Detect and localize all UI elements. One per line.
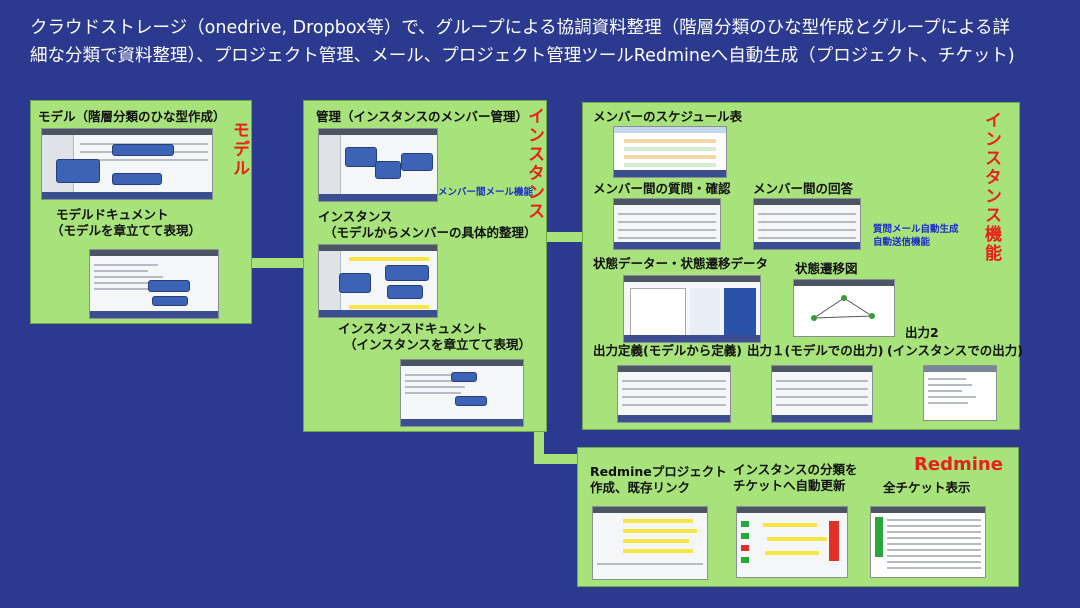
- title-line-2: 細な分類で資料整理）、プロジェクト管理、メール、プロジェクト管理ツールRedmi…: [30, 46, 1015, 66]
- model-heading: モデル: [229, 121, 249, 178]
- ticket-label-1: インスタンスの分類を: [733, 462, 858, 477]
- model-doc-label-1: モデルドキュメント: [56, 207, 169, 222]
- redmine-panel: Redmine Redmineプロジェクト 作成、既存リンク インスタンスの分類…: [577, 447, 1019, 587]
- output2-label-b: (インスタンスでの出力): [887, 343, 1023, 358]
- state-diagram-screenshot: [793, 279, 895, 337]
- output1-screenshot: [771, 365, 873, 423]
- model-doc-screenshot: [89, 249, 219, 319]
- instance-heading: インスタンス: [524, 107, 544, 221]
- page-title: クラウドストレージ（onedrive, Dropbox等）で、グループによる協調…: [30, 14, 1070, 70]
- state-diagram-label: 状態遷移図: [795, 261, 858, 276]
- model-screenshot: [41, 128, 213, 200]
- auto-note-2: 自動送信機能: [873, 237, 931, 248]
- instance-doc-screenshot: [400, 359, 524, 427]
- answer-screenshot: [753, 198, 861, 250]
- question-label: メンバー間の質問・確認: [593, 181, 731, 196]
- state-graph-icon: [811, 295, 875, 321]
- auto-note-1: 質問メール自動生成: [873, 224, 959, 235]
- ticket-label-2: チケットへ自動更新: [733, 478, 846, 493]
- instance-screenshot: [318, 244, 438, 318]
- manage-screenshot: [318, 128, 438, 202]
- instance-panel: 管理（インスタンスのメンバー管理） インスタンス メンバー間メール機能 インスタ…: [303, 100, 547, 432]
- output2-label-a: 出力2: [905, 325, 939, 340]
- mail-note: メンバー間メール機能: [438, 187, 534, 198]
- ticket-screenshot: [736, 506, 848, 578]
- function-panel: メンバーのスケジュール表 インスタンス機能 メンバー間の質問・確認 メンバー間の…: [582, 102, 1023, 430]
- output2-screenshot: [923, 365, 997, 421]
- output1-label: 出力１(モデルでの出力): [747, 343, 884, 358]
- connector-instance-redmine-h: [534, 454, 578, 464]
- title-line-1: クラウドストレージ（onedrive, Dropbox等）で、グループによる協調…: [30, 18, 1011, 38]
- model-doc-label-2: （モデルを章立てて表現）: [51, 223, 202, 238]
- project-label-1: Redmineプロジェクト: [590, 464, 727, 479]
- state-data-screenshot: [623, 275, 761, 343]
- instance-label-2: （モデルからメンバーの具体的整理）: [324, 225, 537, 240]
- redmine-heading: Redmine: [914, 454, 1003, 475]
- state-data-label: 状態データー・状態遷移データ: [593, 256, 769, 271]
- schedule-label: メンバーのスケジュール表: [593, 109, 743, 124]
- instance-label-1: インスタンス: [318, 209, 393, 224]
- model-panel: モデル（階層分類のひな型作成） モデル モデルドキュメント （モデルを章立てて表…: [30, 100, 252, 324]
- schedule-screenshot: [613, 126, 727, 178]
- instance-doc-label-1: インスタンスドキュメント: [338, 321, 488, 336]
- model-label: モデル（階層分類のひな型作成）: [38, 109, 226, 124]
- all-tickets-screenshot: [870, 506, 986, 578]
- connector-instance-redmine-v: [534, 428, 544, 464]
- instance-doc-label-2: （インスタンスを章立てて表現）: [344, 337, 532, 352]
- manage-label: 管理（インスタンスのメンバー管理）: [316, 109, 529, 124]
- connector-model-instance: [250, 258, 304, 268]
- connector-instance-function: [543, 232, 583, 242]
- question-screenshot: [613, 198, 721, 250]
- function-heading: インスタンス機能: [981, 111, 1001, 263]
- output-def-screenshot: [617, 365, 731, 423]
- answer-label: メンバー間の回答: [753, 181, 854, 196]
- output-def-label: 出力定義(モデルから定義): [593, 343, 742, 358]
- project-label-2: 作成、既存リンク: [590, 480, 691, 495]
- project-screenshot: [592, 506, 708, 580]
- all-tickets-label: 全チケット表示: [883, 480, 971, 495]
